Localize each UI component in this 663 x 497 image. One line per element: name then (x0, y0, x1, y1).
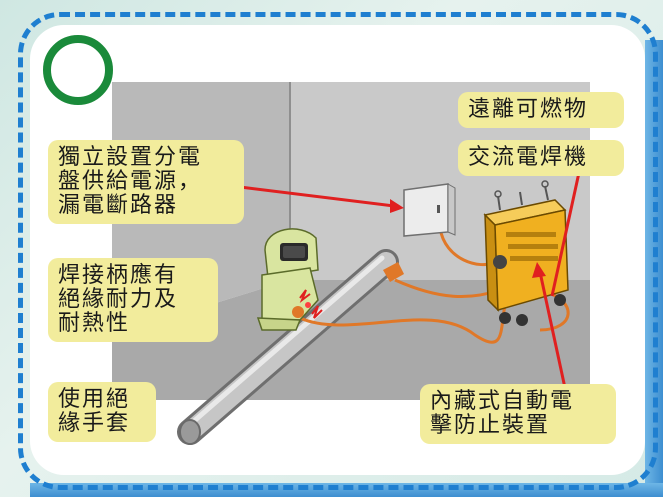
correct-circle-icon (43, 35, 113, 105)
distribution-box (403, 183, 456, 237)
floor (112, 280, 590, 400)
label-insulating-gloves: 使用絕 緣手套 (48, 382, 156, 442)
steel-pipe (177, 249, 399, 445)
ground-clamp (383, 262, 404, 282)
label-auto-shock-device: 內藏式自動電 擊防止裝置 (420, 384, 616, 444)
label-distributor-panel: 獨立設置分電 盤供給電源， 漏電斷路器 (48, 140, 244, 224)
label-ac-welder: 交流電焊機 (458, 140, 624, 176)
label-electrode-holder: 焊接柄應有 絕緣耐力及 耐熱性 (48, 258, 218, 342)
ac-welder-machine (483, 180, 569, 326)
arrow-to-shock-device (532, 262, 567, 389)
label-flammables: 遠離可燃物 (458, 92, 624, 128)
welder-worker (256, 228, 323, 331)
dashed-frame (18, 12, 658, 490)
arrow-to-distribution-box (231, 184, 404, 213)
electrode-cable (299, 304, 507, 344)
arrow-to-welder-machine (550, 167, 582, 297)
